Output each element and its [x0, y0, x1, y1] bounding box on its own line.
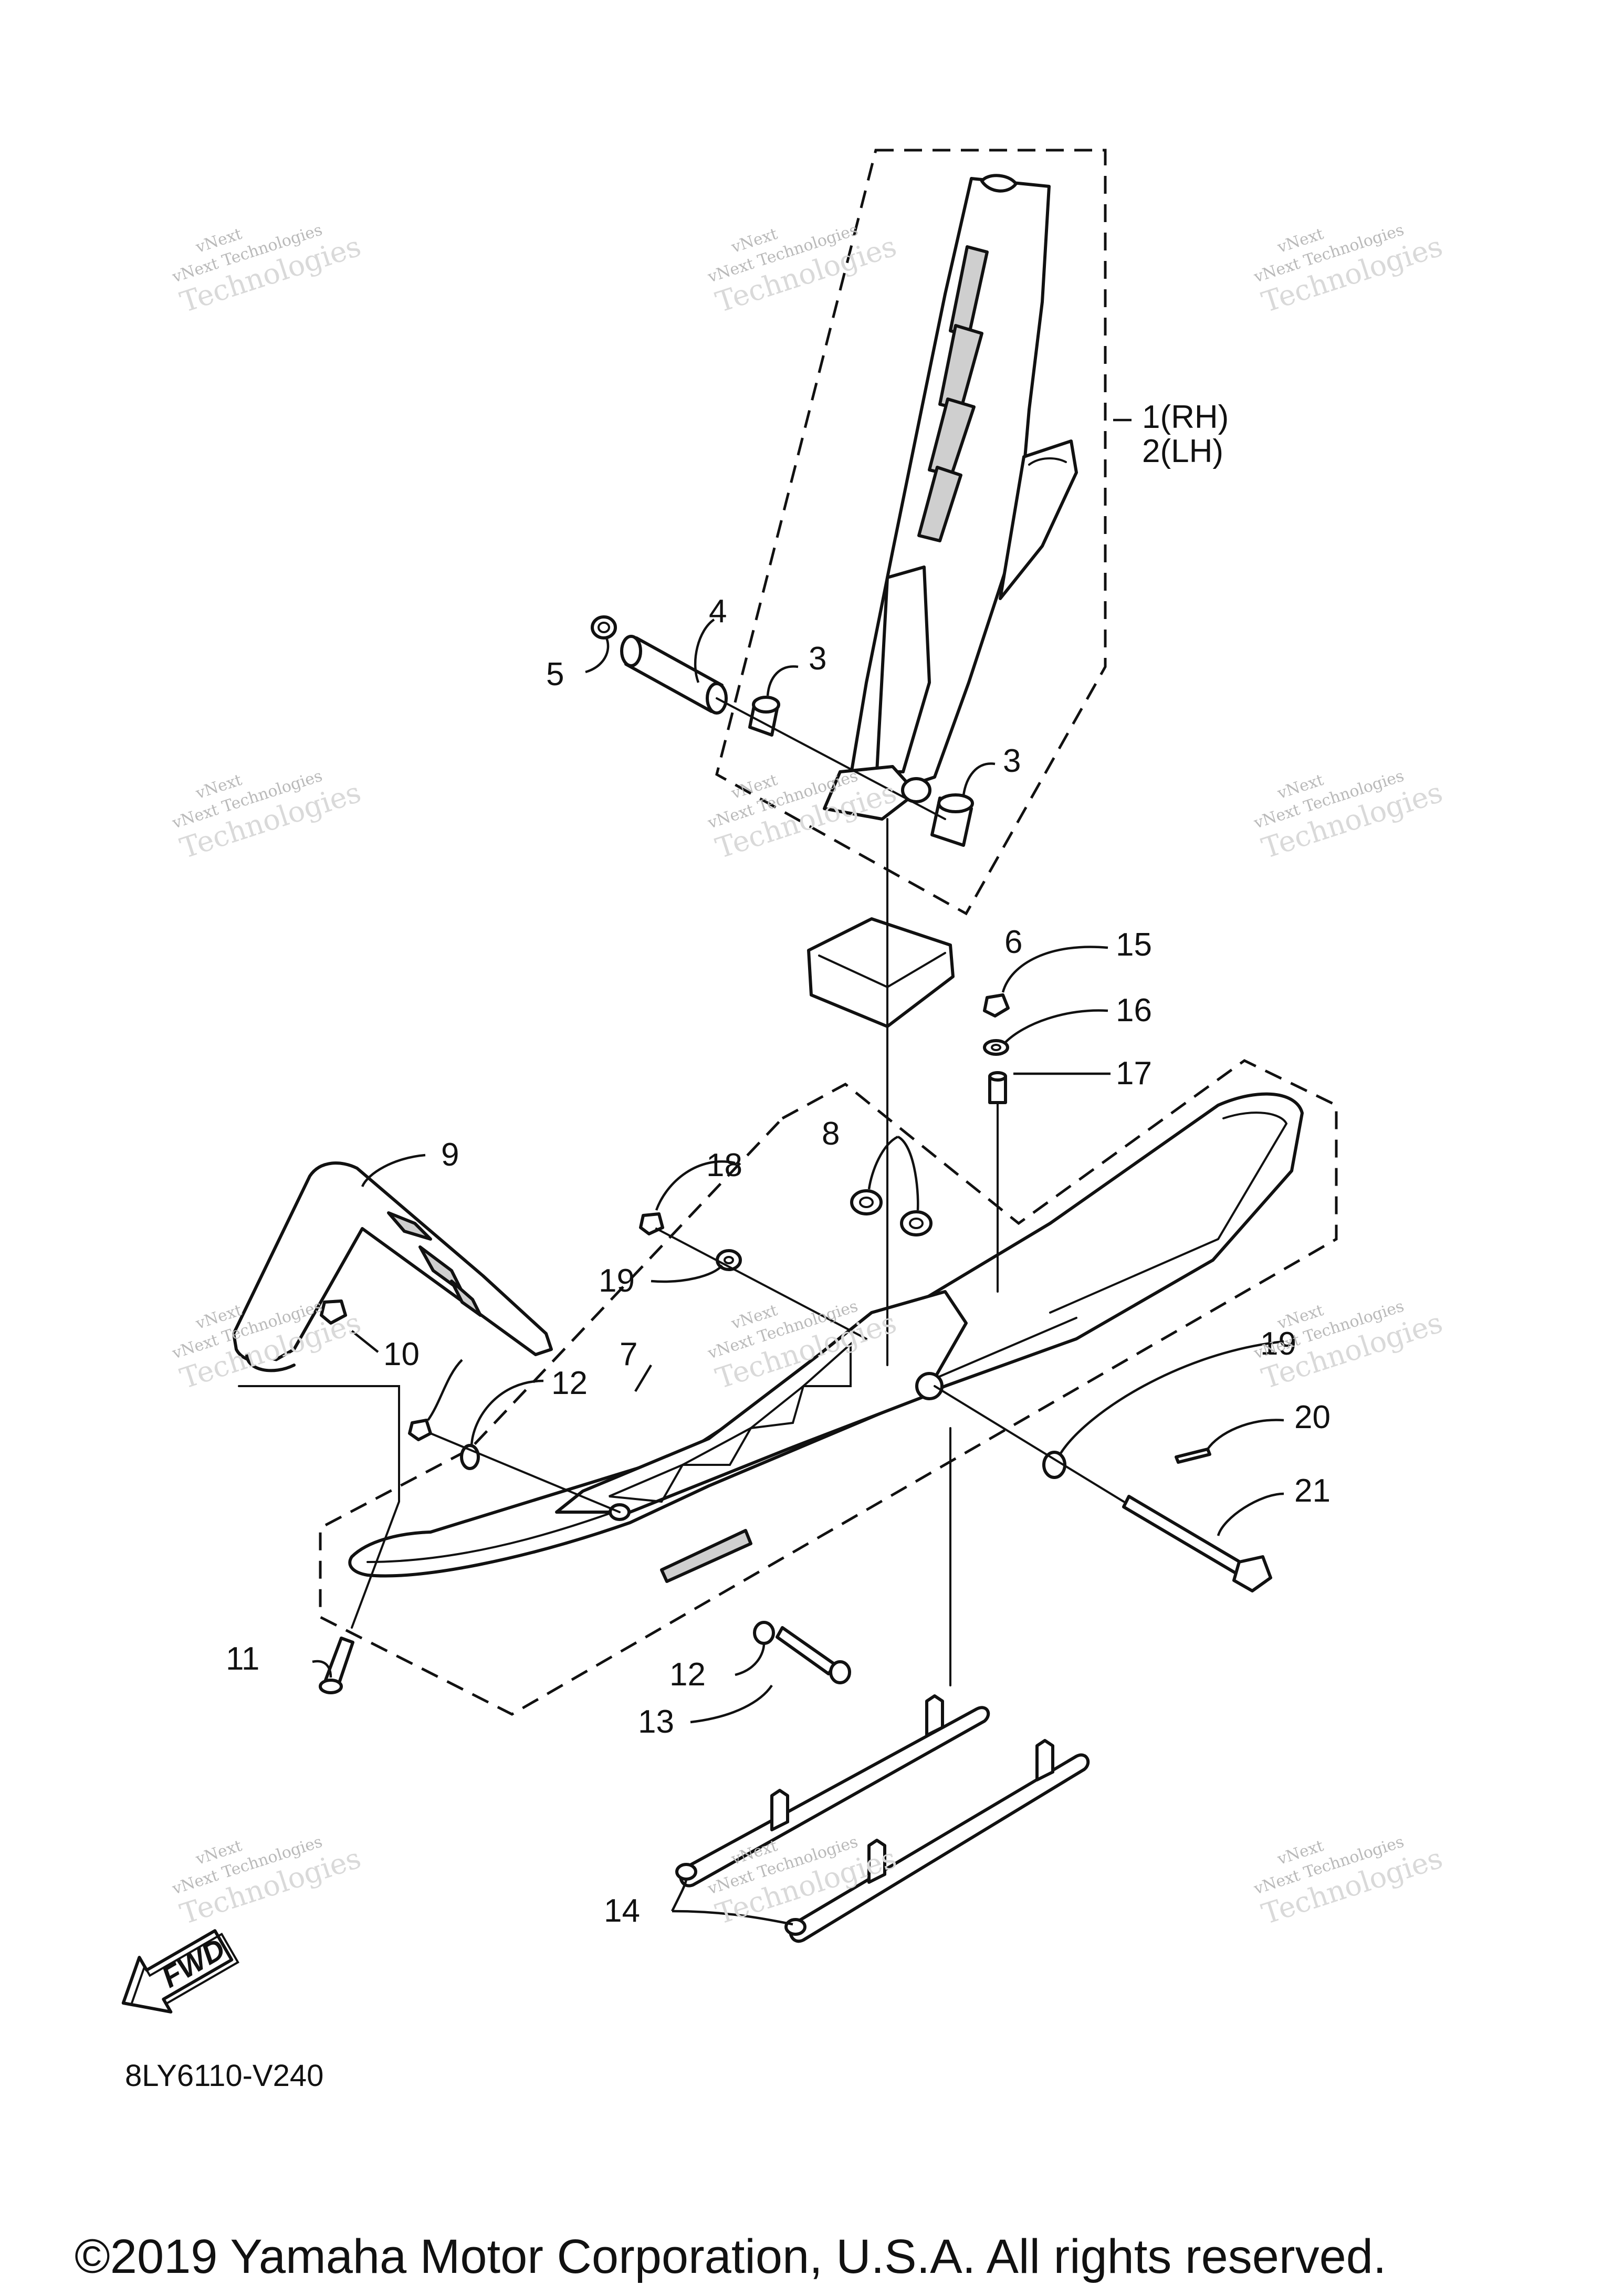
- diagram-code: 8LY6110-V240: [125, 2059, 324, 2093]
- leader-10-upper: [351, 1330, 379, 1353]
- axis-nut-18: [655, 1228, 867, 1340]
- spindle-pad: [807, 917, 955, 1028]
- spindle-assembly-boundary: [715, 149, 1107, 916]
- runner-left: [675, 1694, 990, 1888]
- callout-6: 6: [1004, 924, 1022, 960]
- leader-11: [312, 1660, 332, 1678]
- leader-3b: [962, 762, 996, 796]
- watermark: vNext vNext Technologies Technologies: [1251, 767, 1447, 865]
- callout-5: 5: [546, 656, 564, 693]
- fwd-label: FWD: [156, 1932, 231, 1994]
- callout-2: 2(LH): [1142, 433, 1223, 469]
- damper-b: [900, 1210, 933, 1236]
- leader-5: [585, 637, 610, 674]
- watermark: vNext vNext Technologies Technologies: [1251, 221, 1447, 319]
- leader-20: [1207, 1419, 1284, 1450]
- leader-16: [1004, 1009, 1108, 1043]
- callout-1: 1(RH): [1142, 399, 1229, 435]
- watermark: vNext vNext Technologies Technologies: [170, 221, 365, 319]
- nut: [983, 993, 1010, 1018]
- axis-handle-bolt: [430, 1432, 621, 1513]
- callout-20: 20: [1294, 1399, 1331, 1435]
- leader-7: [634, 1364, 652, 1392]
- leader-9: [361, 1154, 426, 1187]
- callout-8: 8: [822, 1116, 840, 1152]
- leader-8b: [897, 1135, 919, 1211]
- nut-10-lower: [408, 1419, 432, 1441]
- bolt-21: [1122, 1495, 1272, 1592]
- callout-19: 19: [599, 1263, 635, 1299]
- ski-handle: [232, 1161, 553, 1372]
- callout-21: 21: [1294, 1473, 1331, 1509]
- callout-12: 12: [551, 1365, 588, 1401]
- leader-14a: [671, 1879, 688, 1912]
- runner-right: [784, 1739, 1090, 1943]
- leader-10: [427, 1359, 463, 1421]
- leader-19a: [651, 1264, 723, 1283]
- ski-spindle: [823, 174, 1078, 821]
- washer-16: [983, 1039, 1009, 1056]
- watermark: vNext vNext Technologies Technologies: [1251, 1832, 1447, 1931]
- fwd-arrow-icon: FWD: [121, 1929, 239, 2014]
- callout-18: 18: [706, 1147, 742, 1183]
- callout-12: 12: [669, 1657, 706, 1693]
- callout-16: 16: [1116, 992, 1152, 1029]
- watermark: vNext vNext Technologies Technologies: [170, 1832, 365, 1931]
- leader-13: [690, 1684, 773, 1724]
- leader-8a: [867, 1135, 899, 1190]
- callout-9: 9: [441, 1137, 459, 1173]
- bolt-11: [319, 1637, 354, 1694]
- leader-21: [1217, 1492, 1284, 1536]
- bolt-13: [776, 1626, 851, 1684]
- callout-17: 17: [1116, 1055, 1152, 1092]
- axis-bolt-21: [934, 1385, 1125, 1503]
- callout-3: 3: [1003, 743, 1021, 779]
- leader-4: [694, 618, 715, 683]
- leader-3a: [766, 665, 799, 696]
- callout-7: 7: [620, 1336, 637, 1372]
- nut-10: [320, 1299, 347, 1325]
- callout-14: 14: [604, 1893, 640, 1929]
- leader-15: [1001, 946, 1108, 993]
- bushing-right: [930, 793, 974, 847]
- ski-assembly-boundary: [319, 1059, 1338, 1716]
- callout-10: 10: [383, 1336, 420, 1372]
- leader-12b: [735, 1643, 766, 1676]
- callout-19: 19: [1260, 1326, 1296, 1362]
- callout-15: 15: [1116, 927, 1152, 963]
- damper-a: [850, 1189, 883, 1215]
- collar-17: [988, 1071, 1007, 1104]
- callout-4: 4: [709, 593, 727, 630]
- watermark: vNext vNext Technologies Technologies: [705, 221, 900, 319]
- axis-handle-ski: [238, 1385, 400, 1629]
- leader-12a: [470, 1379, 544, 1447]
- leader-14b: [672, 1910, 793, 1926]
- cap: [591, 615, 617, 639]
- leader-19b: [1060, 1340, 1284, 1454]
- collar: [620, 635, 728, 715]
- leader-18: [655, 1160, 736, 1211]
- washer-12-lower: [753, 1621, 775, 1645]
- watermark: vNext vNext Technologies Technologies: [170, 767, 365, 865]
- copyright-notice: ©2019 Yamaha Motor Corporation, U.S.A. A…: [75, 2230, 1387, 2283]
- callout-11: 11: [226, 1641, 259, 1677]
- ski: [348, 1092, 1304, 1583]
- callout-13: 13: [638, 1704, 674, 1740]
- axis-line-bushings: [716, 697, 946, 820]
- callout-3: 3: [809, 641, 826, 677]
- pin-20: [1175, 1448, 1211, 1464]
